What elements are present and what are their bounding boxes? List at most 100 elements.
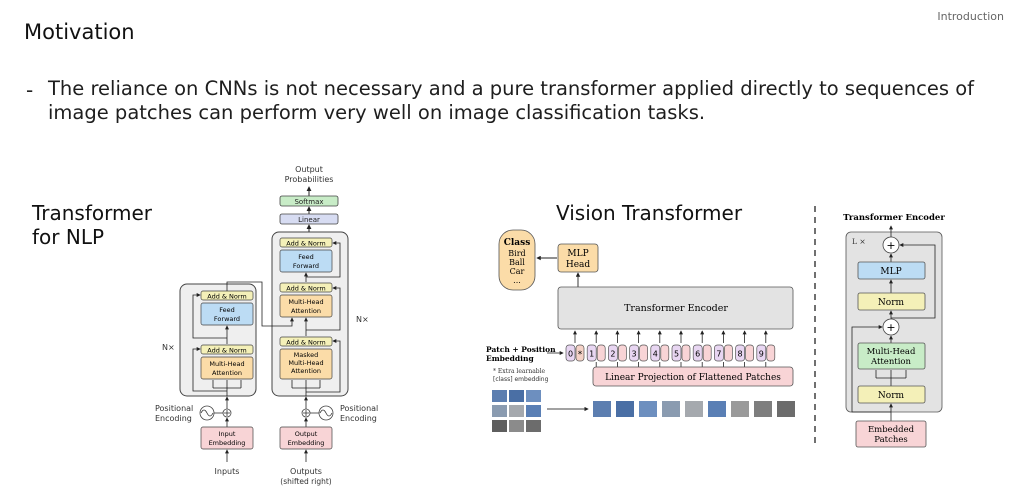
encoder-ff-label-2: Forward [214, 315, 240, 323]
position-index-8: 8 [738, 350, 743, 359]
encoder-norm-2-label: Norm [878, 298, 905, 308]
decoder-nx-label: N× [356, 315, 369, 324]
position-embedding-1 [586, 344, 597, 362]
input-image-grid [492, 390, 541, 432]
decoder-mha-label-2: Attention [291, 307, 321, 315]
position-index-1: 1 [589, 350, 594, 359]
vision-transformer-label: Vision Transformer [556, 201, 743, 225]
patch-embedding-7 [724, 344, 733, 362]
decoder-pe-label-1: Positional [340, 404, 378, 413]
encoder-norm-1-box [857, 385, 926, 404]
encoder-mha-box [857, 342, 926, 370]
encoder-detail-title: Transformer Encoder [843, 213, 945, 223]
class-label: Class [504, 238, 531, 248]
position-embedding-7 [714, 344, 724, 362]
dashed-separator [814, 206, 816, 444]
linear-box [279, 213, 339, 225]
outputs-label-1: Outputs [290, 467, 322, 476]
decoder-pe-label-2: Encoding [340, 414, 377, 423]
patch-embedding-4 [660, 344, 670, 362]
decoder-add-norm-3 [279, 237, 333, 248]
encoder-add-norm-1-label: Add & Norm [207, 347, 247, 355]
decoder-add-norm-3-label: Add & Norm [286, 240, 326, 248]
linear-label: Linear [298, 216, 320, 224]
mlp-head-label-1: MLP [567, 249, 588, 259]
encoder-nx-label: N× [162, 343, 175, 352]
position-index-5: 5 [674, 350, 679, 359]
encoder-top-plus: + [886, 239, 895, 252]
patch-embedding-1 [596, 344, 606, 362]
patch-position-label-2: Embedding [486, 354, 534, 363]
vit-transformer-encoder-label: Transformer Encoder [624, 303, 728, 314]
output-embedding-label-2: Embedding [288, 439, 325, 447]
position-embedding-3 [629, 344, 639, 362]
patch-embedding-5 [681, 344, 691, 362]
outputs-label-2: (shifted right) [280, 477, 332, 486]
linear-projection-label: Linear Projection of Flattened Patches [605, 373, 781, 383]
encoder-mha-label-1: Multi-Head [867, 347, 916, 357]
inputs-label: Inputs [215, 467, 240, 476]
class-car: Car [510, 267, 525, 276]
class-output-box [498, 229, 536, 291]
encoder-mha-label-2: Attention [870, 357, 912, 367]
mlp-head-box [557, 243, 599, 273]
encoder-pe-label-2: Encoding [155, 414, 192, 423]
vision-transformer-diagram: Class Bird Ball Car ... MLP Head Transfo… [486, 229, 795, 432]
encoder-mha-label-2: Attention [212, 369, 242, 377]
embedded-patches-label-2: Patches [874, 435, 907, 445]
input-embedding-label-2: Embedding [209, 439, 246, 447]
encoder-add-norm-1 [200, 344, 254, 355]
patch-embedding-3 [639, 344, 648, 362]
encoder-ff-label-1: Feed [219, 306, 235, 314]
position-index-4: 4 [653, 350, 658, 359]
decoder-add-norm-2-label: Add & Norm [286, 285, 326, 293]
patch-embedding-9 [766, 344, 776, 362]
encoder-pe-label-1: Positional [155, 404, 193, 413]
masked-mha-label-2: Multi-Head [288, 359, 323, 367]
decoder-mha-label-1: Multi-Head [288, 298, 323, 306]
position-embedding-4 [650, 344, 661, 362]
section-label: Introduction [937, 10, 1004, 23]
class-token-star-icon: * [578, 350, 583, 360]
encoder-mid-plus: + [886, 321, 895, 334]
decoder-add-norm-1 [279, 336, 333, 347]
position-embedding-9 [756, 344, 767, 362]
position-index-7: 7 [716, 350, 721, 359]
encoder-mha-label-1: Multi-Head [209, 360, 244, 368]
patch-embedding-2 [618, 344, 627, 362]
class-bird: Bird [508, 249, 525, 258]
output-probabilities-label: Output [295, 165, 323, 174]
transformer-nlp-label: Transformer for NLP [32, 201, 153, 249]
encoder-add-norm-2-label: Add & Norm [207, 293, 247, 301]
encoder-norm-1-label: Norm [878, 391, 905, 401]
encoder-mha [200, 356, 254, 380]
position-index-6: 6 [695, 350, 700, 359]
decoder-ff-label-2: Forward [293, 262, 319, 270]
softmax-box [279, 195, 339, 207]
slide-title: Motivation [24, 20, 135, 44]
class-ball: Ball [509, 258, 525, 267]
patch-embedding-8 [745, 344, 754, 362]
position-index-9: 9 [759, 350, 764, 359]
decoder-ff-label-1: Feed [298, 253, 314, 261]
bullet-text: The reliance on CNNs is not necessary an… [48, 77, 975, 124]
input-embedding-label-1: Input [219, 430, 236, 438]
position-embedding-8 [735, 344, 745, 362]
vit-transformer-encoder-box [557, 286, 794, 330]
position-index-3: 3 [632, 350, 637, 359]
encoder-mid-add-icon [882, 318, 900, 336]
encoder-feed-forward [200, 302, 254, 326]
position-embedding-2 [608, 344, 618, 362]
mlp-head-label-2: Head [566, 260, 591, 270]
patch-embedding-0 [575, 344, 585, 362]
linear-projection-box [592, 366, 794, 387]
bullet-marker: - [26, 78, 34, 102]
decoder-add-norm-2 [279, 282, 333, 293]
extra-note-1: * Extra learnable [493, 368, 546, 375]
encoder-norm-2-box [857, 292, 926, 311]
output-probabilities-label-2: Probabilities [285, 175, 334, 184]
flattened-patches [593, 401, 795, 417]
encoder-mlp-label: MLP [880, 267, 901, 277]
encoder-detail-diagram: Transformer Encoder L × + MLP Norm + Mul… [843, 213, 945, 448]
encoder-lx-label: L × [852, 237, 866, 246]
